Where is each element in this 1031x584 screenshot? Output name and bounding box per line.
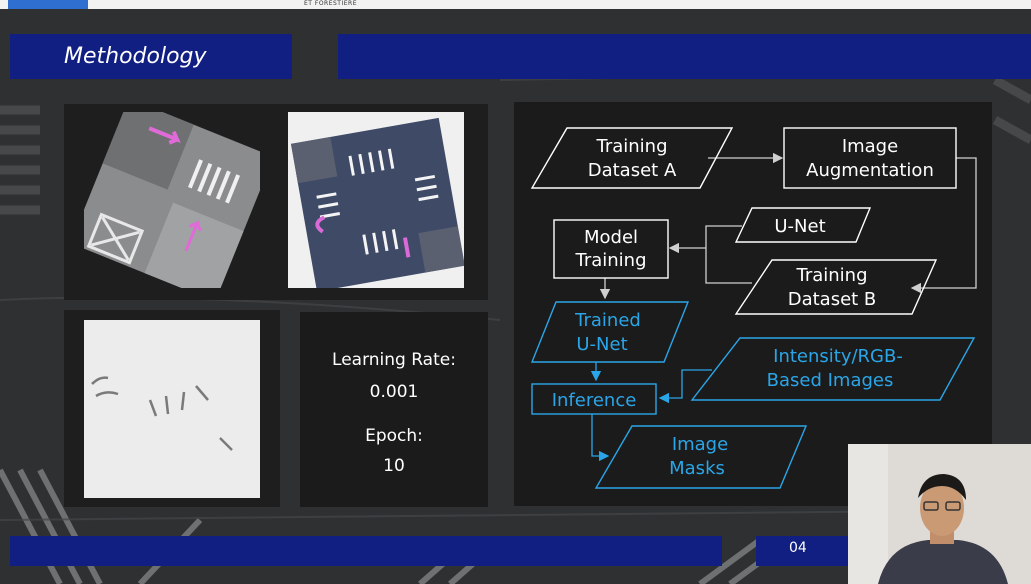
intensity-rgb-label-1: Intensity/RGB- — [773, 346, 903, 367]
presenter-shirt — [878, 540, 1008, 584]
intensity-rgb-label-2: Based Images — [767, 370, 894, 391]
training-parameters: Learning Rate: 0.001 Epoch: 10 — [300, 312, 488, 507]
header-band-right — [338, 34, 1031, 79]
mask-image — [84, 320, 260, 498]
training-dataset-a-label-2: Dataset A — [588, 160, 677, 181]
trained-unet-label-2: U-Net — [576, 334, 627, 355]
presenter-webcam — [848, 444, 1031, 584]
training-dataset-b-label-2: Dataset B — [788, 289, 877, 310]
intensity-rgb-images-node — [690, 337, 976, 401]
training-dataset-b-node — [734, 259, 938, 315]
learning-rate-label: Learning Rate: — [332, 350, 456, 370]
image-augmentation-node — [783, 127, 957, 189]
aerial-image-grayscale — [84, 112, 260, 288]
epoch-value: 10 — [383, 456, 405, 476]
image-masks-label-1: Image — [672, 434, 728, 455]
unet-node — [734, 207, 872, 243]
page-title: Methodology — [64, 44, 207, 69]
university-logo — [8, 0, 88, 9]
trained-unet-node — [530, 301, 690, 363]
inference-label: Inference — [552, 390, 637, 411]
model-training-label-2: Training — [574, 250, 646, 271]
top-header-strip — [0, 0, 1031, 9]
presenter-face — [920, 480, 964, 536]
arrow-augmentation-to-dataset-b — [910, 157, 977, 294]
arrow-images-to-inference — [658, 369, 712, 404]
image-augmentation-label-2: Augmentation — [806, 160, 934, 181]
model-training-label-1: Model — [584, 227, 638, 248]
image-masks-label-2: Masks — [669, 458, 725, 479]
training-dataset-a-label-1: Training — [595, 136, 667, 157]
title-band — [10, 34, 292, 79]
image-masks-node — [594, 425, 808, 489]
inference-node — [531, 383, 657, 415]
training-dataset-b-label-1: Training — [795, 265, 867, 286]
footer-band-right — [756, 536, 848, 566]
aerial-image-rgb — [288, 112, 464, 288]
footer-band-left — [10, 536, 722, 566]
training-dataset-a-node — [530, 127, 734, 189]
unet-label: U-Net — [774, 216, 825, 237]
epoch-label: Epoch: — [365, 426, 423, 446]
page-number: 04 — [789, 540, 807, 556]
connector-unet-dataset-b — [705, 225, 752, 284]
image-augmentation-label-1: Image — [842, 136, 898, 157]
trained-unet-label-1: Trained — [574, 310, 641, 331]
model-training-node — [553, 219, 669, 279]
arrow-inference-to-masks — [591, 414, 610, 462]
flowchart-panel — [514, 102, 992, 506]
logo-text: ET FORESTIÈRE — [304, 0, 357, 7]
learning-rate-value: 0.001 — [369, 382, 419, 402]
